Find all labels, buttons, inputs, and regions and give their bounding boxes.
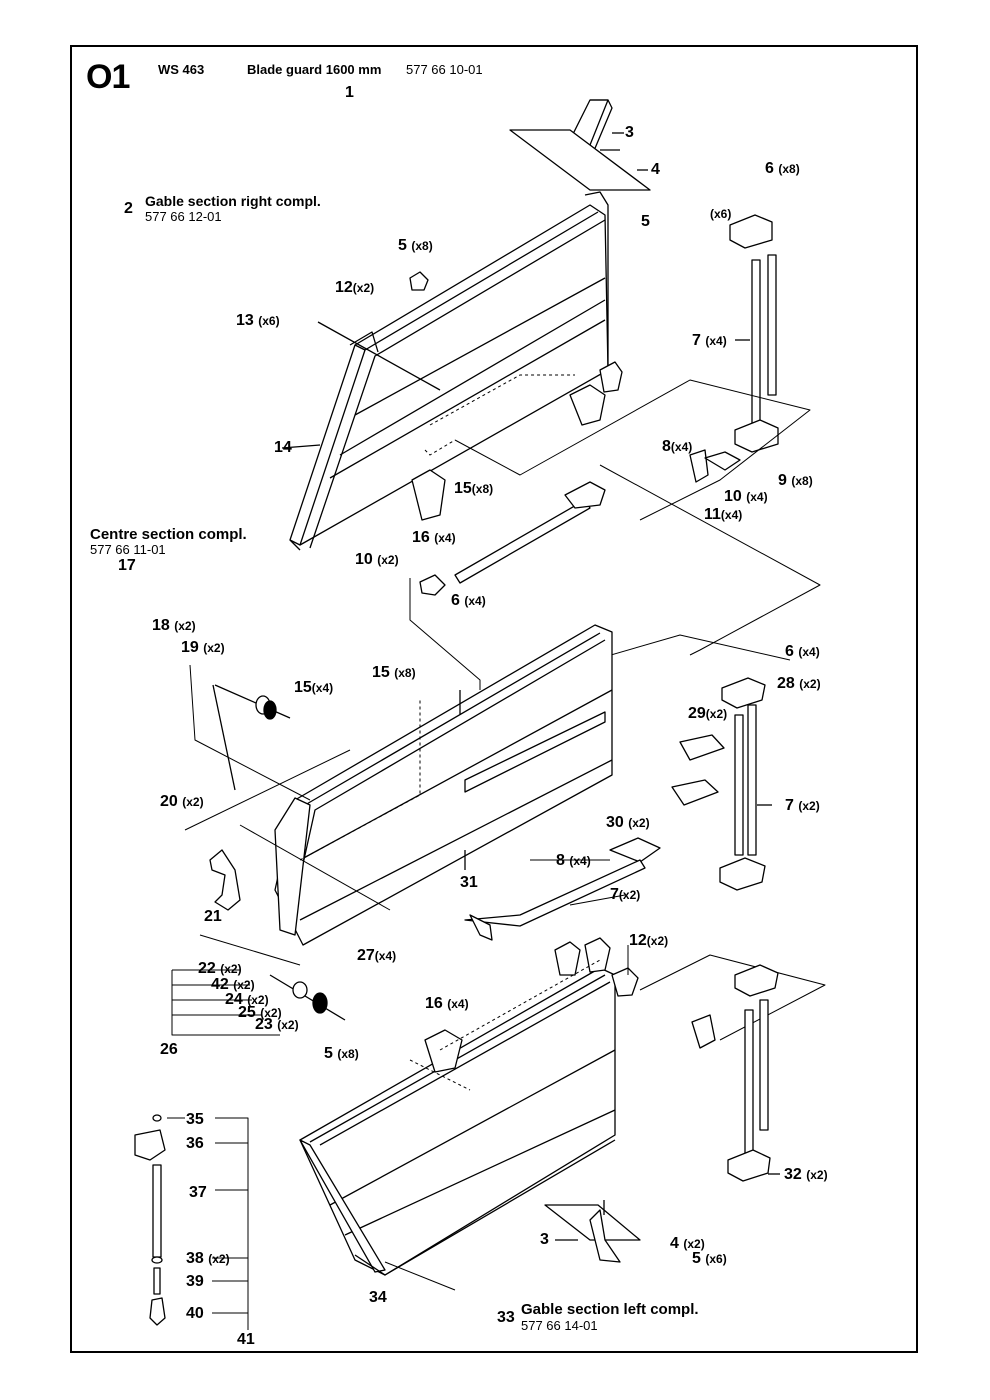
gable-right-part-number: 577 66 12-01 (145, 209, 222, 224)
callout: 40 (186, 1305, 204, 1322)
callout: 34 (369, 1289, 387, 1306)
centre-part-number: 577 66 11-01 (90, 542, 166, 557)
callout: 5 (x6) (692, 1250, 727, 1267)
callout: 19 (x2) (181, 639, 225, 656)
centre-rod (454, 481, 606, 584)
callout: 30 (x2) (606, 814, 650, 831)
callout: 3 (625, 124, 634, 141)
callout: 5 (641, 213, 650, 230)
callout: 8 (x4) (556, 852, 591, 869)
shaft-assembly-lower (269, 974, 346, 1021)
callout: 27(x4) (357, 947, 397, 964)
callout: 11(x4) (704, 506, 743, 523)
model-label: WS 463 (158, 62, 205, 77)
shaft-assembly-upper (214, 684, 291, 720)
callout: 42 (x2) (211, 976, 255, 993)
callout: 4 (x2) (670, 1235, 705, 1252)
callout: 16 (x4) (425, 995, 469, 1012)
callout: 5 (x8) (398, 237, 433, 254)
callout: 39 (186, 1273, 204, 1290)
gable-section-right (289, 191, 609, 551)
centre-ref: 17 (118, 557, 136, 574)
callout: 7(x2) (610, 886, 641, 903)
strut-kit (134, 1114, 166, 1326)
callout: 8(x4) (662, 438, 693, 455)
callout: 13 (x6) (236, 312, 280, 329)
gas-strut-part-32 (691, 964, 779, 1182)
callout: 15 (x8) (372, 664, 416, 681)
handle-part-21 (209, 849, 241, 911)
callout: 23 (x2) (255, 1016, 299, 1033)
callout: 12(x2) (629, 932, 669, 949)
title-part-number: 577 66 10-01 (406, 62, 483, 77)
callout: 24 (x2) (225, 991, 269, 1008)
diagram-frame (70, 45, 918, 1353)
gable-left-part-number: 577 66 14-01 (521, 1318, 598, 1333)
gable-right-name: Gable section right compl. (145, 193, 321, 209)
callout: 35 (186, 1111, 204, 1128)
callout: 31 (460, 874, 478, 891)
page-code: O1 (86, 58, 130, 96)
callout: 4 (651, 161, 660, 178)
callout: 25 (x2) (238, 1004, 282, 1021)
callout: 12(x2) (335, 279, 375, 296)
callout: 18 (x2) (152, 617, 196, 634)
callout: 7 (x4) (692, 332, 727, 349)
gable-left-ref: 33 (497, 1309, 515, 1326)
callout: 15(x4) (294, 679, 334, 696)
callout: 36 (186, 1135, 204, 1152)
callout: 6 (x4) (785, 643, 820, 660)
callout: (x6) (710, 207, 732, 221)
callout: 16 (x4) (412, 529, 456, 546)
gable-section-left (299, 967, 616, 1276)
callout: 26 (160, 1041, 178, 1058)
gable-left-name: Gable section left compl. (521, 1301, 699, 1318)
callout: 29(x2) (688, 705, 728, 722)
callout: 6 (x8) (765, 160, 800, 177)
callout: 5 (x8) (324, 1045, 359, 1062)
callout: 37 (189, 1184, 207, 1201)
gas-strut-part-7-top (729, 214, 779, 453)
callout: 9 (x8) (778, 472, 813, 489)
callout: 10 (x4) (724, 488, 768, 505)
callout: 41 (237, 1331, 255, 1348)
callout: 14 (274, 439, 292, 456)
centre-section (274, 624, 613, 946)
callout: 22 (x2) (198, 960, 242, 977)
gable-right-ref: 2 (124, 200, 133, 217)
callout: 7 (x2) (785, 797, 820, 814)
callout: 15(x8) (454, 480, 494, 497)
callout: 38 (x2) (186, 1250, 230, 1267)
callout: 6 (x4) (451, 592, 486, 609)
callout: 10 (x2) (355, 551, 399, 568)
centre-name: Centre section compl. (90, 526, 247, 543)
page-title: Blade guard 1600 mm (247, 62, 382, 77)
gas-strut-part-7-middle (671, 677, 766, 891)
bracket-part-3 (509, 99, 651, 191)
callout: 20 (x2) (160, 793, 204, 810)
callout: 21 (204, 908, 222, 925)
callout: 3 (540, 1231, 549, 1248)
title-ref: 1 (345, 84, 354, 101)
callout: 32 (x2) (784, 1166, 828, 1183)
callout: 28 (x2) (777, 675, 821, 692)
